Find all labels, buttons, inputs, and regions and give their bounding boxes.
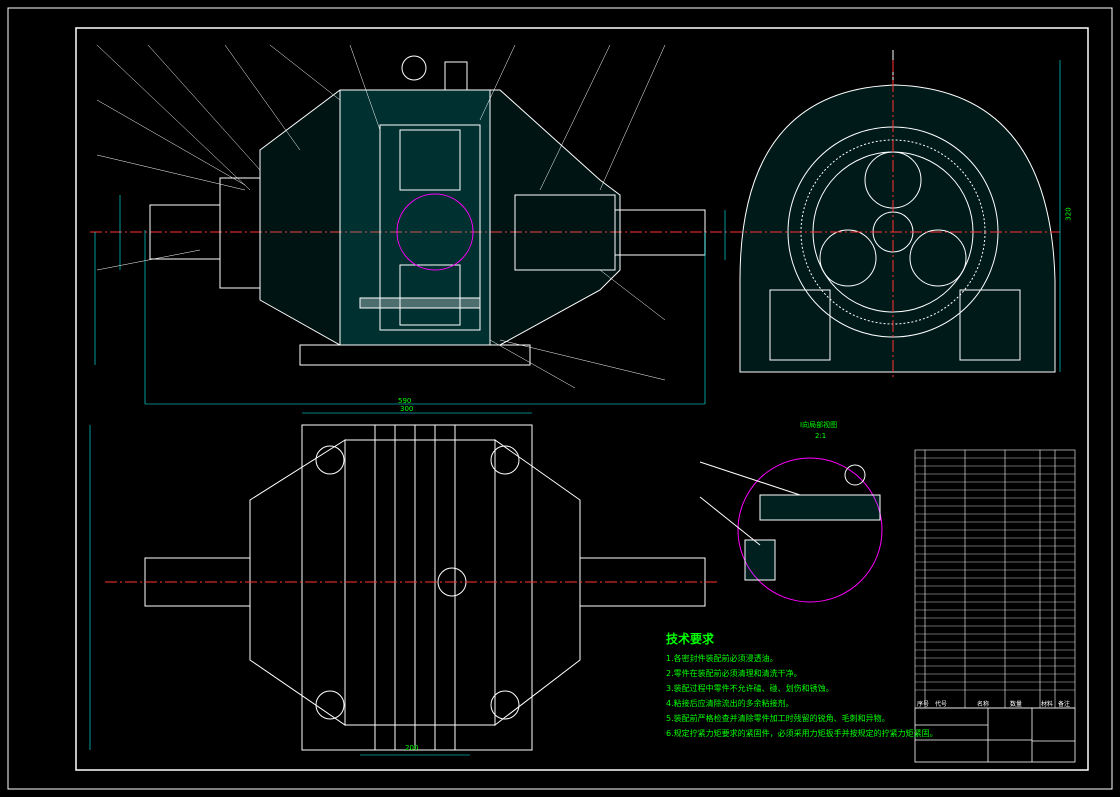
requirement-item: 6.规定拧紧力矩要求的紧固件，必须采用力矩扳手并按规定的拧紧力矩紧固。 bbox=[666, 729, 938, 738]
top-view bbox=[89, 412, 720, 756]
parts-header-remark: 备注 bbox=[1058, 701, 1071, 708]
technical-requirements-title: 技术要求 bbox=[666, 632, 715, 646]
requirement-item: 1.各密封件装配前必须浸透油。 bbox=[666, 654, 778, 663]
parts-header-qty: 数量 bbox=[1010, 701, 1023, 708]
front-section-view bbox=[90, 55, 740, 366]
parts-list-rows bbox=[915, 457, 1075, 691]
dimension-height: 320 bbox=[1064, 207, 1073, 221]
detail-view-title: I向局部视图 bbox=[800, 421, 838, 429]
requirement-item: 4.粘接后应清除流出的多余粘接剂。 bbox=[666, 699, 794, 708]
parts-header-no: 序号 bbox=[917, 701, 930, 708]
leader-lines bbox=[96, 44, 666, 389]
parts-header-material: 材料 bbox=[1041, 701, 1054, 708]
sheet-border bbox=[7, 7, 1113, 790]
title-block bbox=[914, 707, 1076, 763]
frame-border bbox=[75, 27, 1089, 771]
front-dimension-lines bbox=[94, 195, 726, 405]
detail-view-scale: 2:1 bbox=[815, 432, 827, 440]
dimension-top-width: 300 bbox=[400, 405, 414, 413]
requirement-item: 5.装配前严格检查并清除零件加工时残留的锐角、毛刺和异物。 bbox=[666, 714, 890, 723]
dimension-overall-length: 590 bbox=[398, 397, 412, 405]
requirement-item: 2.零件在装配前必须清理和清洗干净。 bbox=[666, 669, 802, 678]
parts-header-code: 代号 bbox=[935, 701, 948, 708]
requirement-item: 3.装配过程中零件不允许磕、碰、划伤和锈蚀。 bbox=[666, 684, 834, 693]
parts-header-name: 名称 bbox=[977, 701, 990, 708]
dimension-base-width: 200 bbox=[405, 744, 419, 752]
detail-view bbox=[699, 457, 883, 603]
side-view bbox=[730, 50, 1061, 380]
technical-requirements: 技术要求 1.各密封件装配前必须浸透油。 2.零件在装配前必须清理和清洗干净。 … bbox=[666, 632, 938, 741]
parts-list bbox=[914, 449, 1076, 709]
